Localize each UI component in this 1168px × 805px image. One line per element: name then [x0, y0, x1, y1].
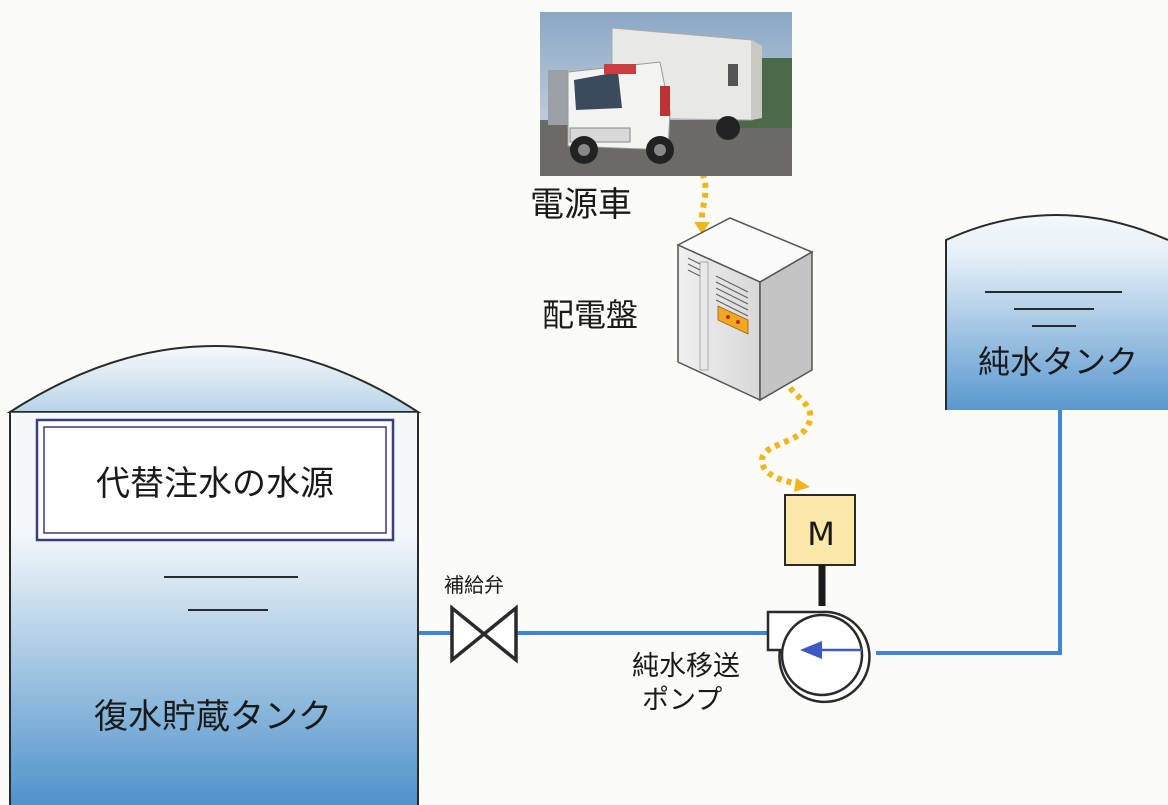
pure-water-tank-label: 純水タンク — [978, 343, 1138, 381]
pipe-network — [418, 405, 1062, 655]
pump-label-line1: 純水移送 — [632, 651, 740, 682]
switchboard-icon — [676, 217, 814, 402]
makeup-valve-label: 補給弁 — [444, 573, 504, 597]
condensate-tank-label: 復水貯蔵タンク — [94, 697, 332, 737]
motor-label: M — [807, 515, 835, 553]
makeup-valve-icon — [450, 604, 518, 664]
cable-arrow-2 — [794, 478, 810, 492]
pump-icon — [766, 610, 871, 704]
switchboard-label: 配電盤 — [542, 296, 638, 334]
alt-source-frame — [35, 418, 395, 542]
power-vehicle-label: 電源車 — [530, 185, 632, 225]
cable-switchboard-to-motor — [759, 385, 814, 487]
condensate-storage-tank — [6, 345, 422, 805]
pump-label-line2: ポンプ — [642, 685, 722, 716]
pipe-pump-to-pure-water-tank — [876, 405, 1062, 655]
pure-water-tank — [945, 214, 1168, 410]
alt-water-source-label: 代替注水の水源 — [96, 464, 334, 504]
motor-box — [784, 494, 856, 606]
cable-arrow-1 — [694, 222, 710, 234]
power-vehicle-photo — [540, 12, 792, 176]
